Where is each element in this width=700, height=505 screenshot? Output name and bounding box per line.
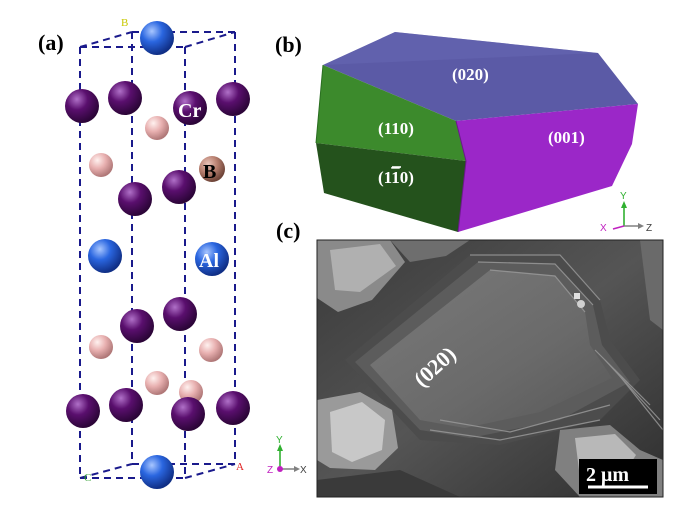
panel-label-a: (a)	[38, 30, 64, 55]
face-label-001: (001)	[548, 128, 585, 147]
cr-atom	[163, 297, 197, 331]
face-label-020: (020)	[452, 65, 489, 84]
panel-label-b: (b)	[275, 32, 302, 57]
b-atom	[89, 335, 113, 359]
cell-corner-c: C	[84, 472, 91, 484]
crystal-morphology	[315, 32, 638, 233]
face-label-110: (110)	[378, 119, 414, 138]
cell-corner-a: A	[236, 461, 244, 473]
cr-atom	[216, 82, 250, 116]
axis-triad-a: Y Z X	[267, 435, 307, 476]
axis-label-z: Z	[646, 223, 652, 234]
atoms	[65, 21, 250, 489]
cell-corner-b: B	[121, 17, 128, 29]
cr-atom	[109, 388, 143, 422]
face-1-10	[316, 143, 466, 232]
b-atom-labeled	[199, 156, 225, 182]
face-001	[456, 104, 638, 232]
face-label-1-10: (110)	[378, 168, 414, 187]
face-110	[316, 65, 466, 161]
al-atom	[88, 239, 122, 273]
axis-label-y: Y	[276, 435, 283, 446]
al-atom	[140, 455, 174, 489]
cr-atom	[173, 91, 207, 125]
cr-atom	[66, 394, 100, 428]
atom-label-b: B	[203, 161, 216, 183]
axis-label-y: Y	[620, 191, 627, 202]
scale-bar: 2 μm	[579, 459, 657, 494]
scale-bar-label: 2 μm	[586, 464, 629, 486]
cr-atom	[118, 182, 152, 216]
atom-label-cr: Cr	[178, 100, 201, 122]
cr-atom	[120, 309, 154, 343]
b-atom	[89, 153, 113, 177]
cr-atom	[216, 391, 250, 425]
al-atom-labeled	[195, 242, 229, 276]
cr-atom	[162, 170, 196, 204]
sem-micrograph	[317, 240, 663, 497]
panel-label-c: (c)	[276, 218, 301, 243]
axis-triad-b: Y X Z	[600, 191, 652, 234]
b-atom	[145, 371, 169, 395]
cr-atom	[108, 81, 142, 115]
axis-label-x: X	[300, 465, 307, 476]
cr-atom	[65, 89, 99, 123]
cr-atom	[171, 397, 205, 431]
axis-label-z: Z	[267, 465, 273, 476]
axis-label-x: X	[600, 223, 607, 234]
b-atom	[145, 116, 169, 140]
atom-label-al: Al	[199, 250, 219, 272]
al-atom	[140, 21, 174, 55]
b-atom	[199, 338, 223, 362]
